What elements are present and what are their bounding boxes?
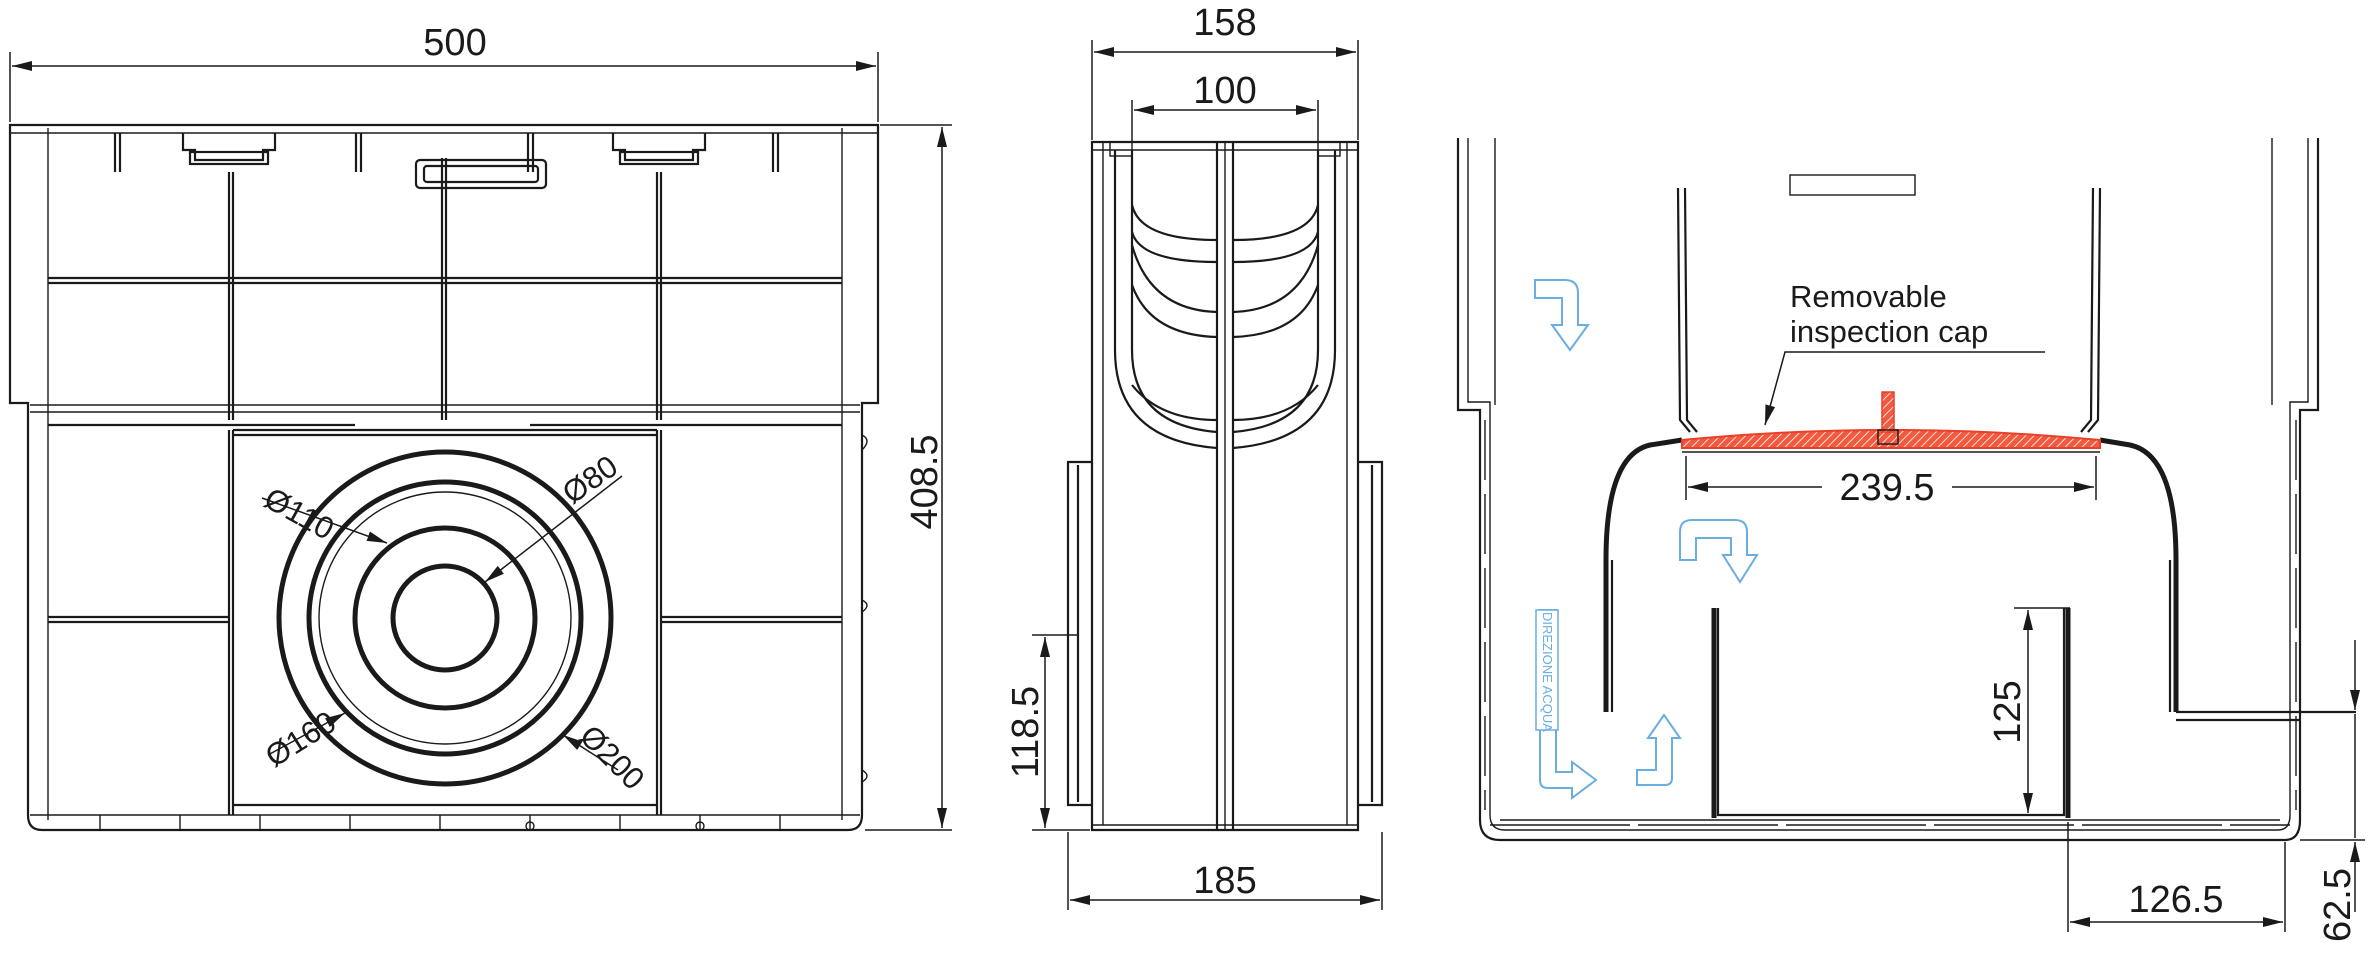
d160-label: Ø160 <box>259 704 342 774</box>
outlet-offset-label: 126.5 <box>2128 879 2223 921</box>
section-baffles <box>1711 608 2071 818</box>
section-top-slot <box>1789 174 1916 196</box>
side-view-flanges <box>1066 460 1384 807</box>
top-view-side-bumps <box>525 434 868 831</box>
outlet-height-label: 62.5 <box>2317 868 2359 942</box>
d200-leader <box>562 734 619 771</box>
outlet-rings <box>276 449 614 787</box>
cap-label-leader <box>1764 351 2045 426</box>
flow-arrow-bottom-right <box>1636 713 1682 786</box>
ring-d160 <box>306 479 584 757</box>
d200-label: Ø200 <box>573 718 651 796</box>
height-label: 408.5 <box>904 434 946 529</box>
top-view-ribs <box>48 158 842 815</box>
side-view-channel <box>1113 150 1218 450</box>
inspection-cap <box>1681 429 2101 449</box>
section-view: Removable inspection cap DIREZIONE ACQUA… <box>1456 138 2365 942</box>
top-view-bottom-slots <box>99 815 781 830</box>
flow-arrow-middle <box>1679 519 1759 584</box>
flow-arrows: DIREZIONE ACQUA <box>1534 279 1759 800</box>
d110-leader <box>261 497 388 544</box>
flow-arrow-top-left <box>1534 279 1590 352</box>
section-right-guide <box>2087 187 2102 433</box>
length-label: 500 <box>423 22 486 64</box>
top-view: Ø110 Ø80 Ø160 Ø200 500 408.5 <box>8 22 952 832</box>
weir-height-label: 125 <box>1987 680 2029 743</box>
d160-leader <box>267 712 346 756</box>
inspection-cap-handle <box>1881 391 1895 433</box>
top-view-outline <box>8 123 880 832</box>
side-height-label: 118.5 <box>1005 686 1047 778</box>
top-view-clips <box>113 133 780 190</box>
ring-d110 <box>352 525 538 711</box>
section-left-guide <box>1676 187 1691 433</box>
side-view: 158 100 185 118.5 <box>1005 2 1384 910</box>
cap-label-line2: inspection cap <box>1790 314 1988 349</box>
inner-width-label: 100 <box>1193 70 1256 112</box>
section-siphon-body <box>1603 437 1683 712</box>
top-width-label: 158 <box>1193 2 1256 44</box>
inspection-span-label: 239.5 <box>1839 467 1934 509</box>
side-view-arcs <box>1130 204 1320 422</box>
d80-leader <box>484 475 623 583</box>
section-outline <box>1456 138 2320 842</box>
base-width-label: 185 <box>1193 860 1256 902</box>
cap-label-line1: Removable <box>1790 279 1947 314</box>
ring-d80 <box>390 563 500 673</box>
flow-direction-label: DIREZIONE ACQUA <box>1540 612 1555 732</box>
ring-d200 <box>276 449 614 787</box>
side-view-outline <box>1090 140 1360 832</box>
